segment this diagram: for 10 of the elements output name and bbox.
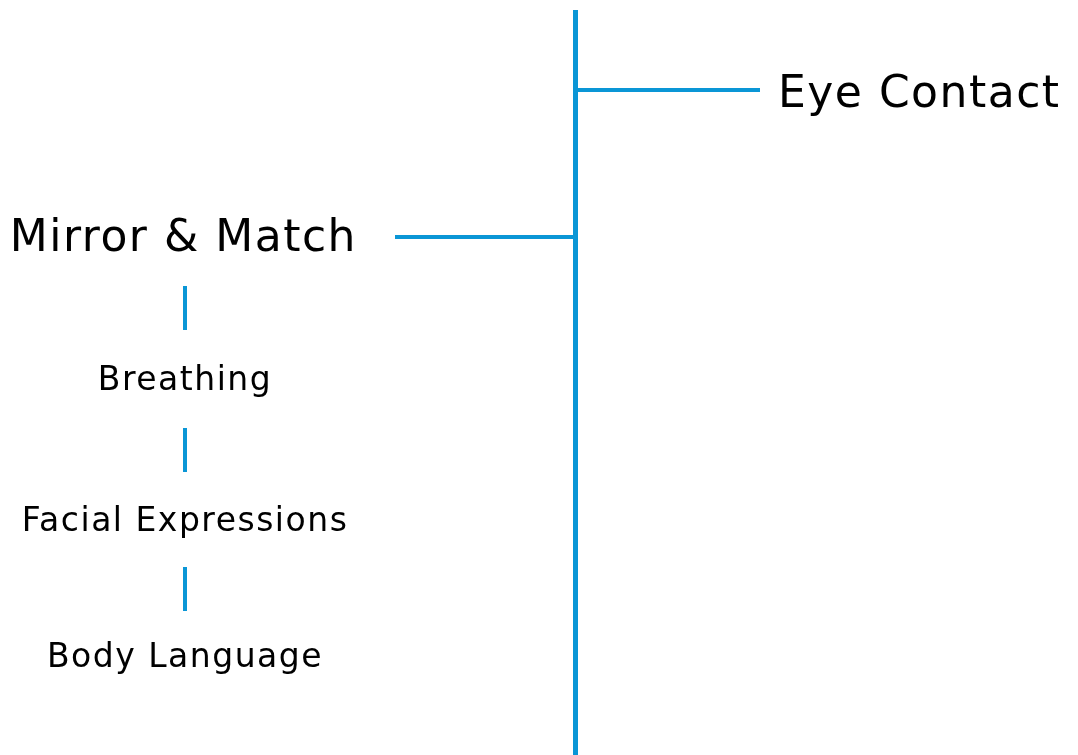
- connector-line: [395, 235, 573, 239]
- connector-line: [183, 428, 187, 472]
- node-label: Body Language: [46, 636, 324, 676]
- node-label: Mirror & Match: [9, 210, 358, 263]
- connector-line: [183, 567, 187, 611]
- connector-line: [183, 286, 187, 330]
- connector-line: [578, 88, 760, 92]
- node-label: Breathing: [97, 359, 273, 399]
- node-label: Facial Expressions: [21, 499, 349, 540]
- node-label: Eye Contact: [777, 65, 1061, 119]
